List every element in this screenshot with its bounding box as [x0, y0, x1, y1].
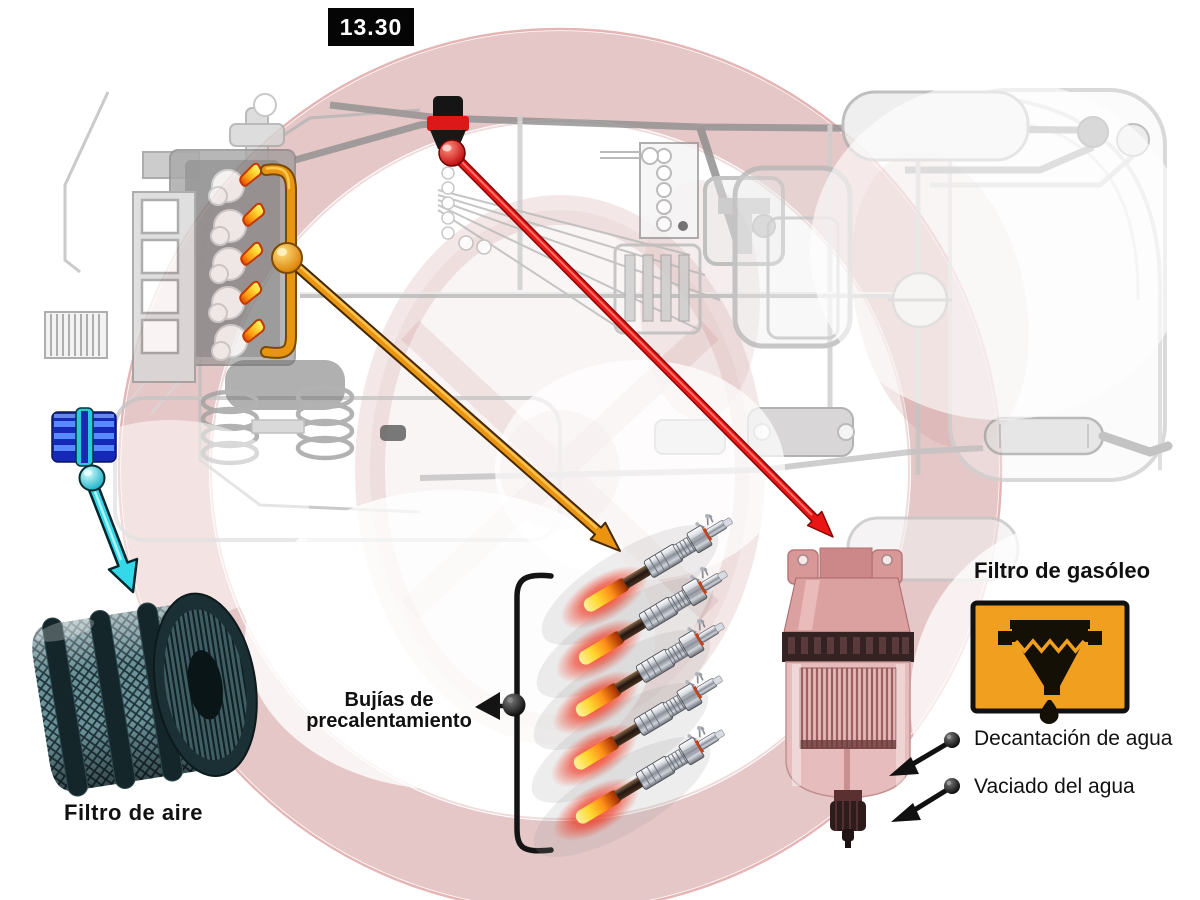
- fuel-filter-label: Filtro de gasóleo: [974, 558, 1151, 583]
- fuel-filter-schematic-icon: [427, 96, 469, 149]
- fuel-filter-arrow-icon: [438, 139, 834, 538]
- air-filter-arrow-icon: [78, 464, 139, 594]
- gearbox: [613, 243, 702, 335]
- figure-number-badge: 13.30: [328, 8, 414, 46]
- water-drain-label: Vaciado del agua: [974, 775, 1135, 798]
- connector-dots: [441, 151, 492, 255]
- glow-plugs-label-line2: precalentamiento: [306, 710, 472, 732]
- figure-number: 13.30: [339, 13, 403, 40]
- glow-plugs-label: Bujías de precalentamiento: [283, 690, 495, 732]
- air-filter-schematic-icon: [51, 407, 117, 467]
- water-decantation-arrow-icon: [889, 732, 960, 776]
- glow-plugs-label-line1: Bujías de: [344, 689, 434, 711]
- air-filter-image: [32, 592, 258, 797]
- glow-plugs-arrow-icon: [271, 242, 621, 552]
- glow-plugs-pointer-icon: [475, 692, 526, 720]
- battery: [600, 142, 699, 239]
- radiator: [44, 311, 108, 359]
- fuel-filter-warning-icon: [970, 600, 1130, 724]
- water-decantation-label: Decantación de agua: [974, 727, 1173, 750]
- air-filter-label: Filtro de aire: [64, 800, 204, 825]
- injectors: [208, 169, 248, 361]
- water-drain-arrow-icon: [891, 778, 960, 822]
- muffler: [983, 416, 1173, 457]
- fuel-filter-image: [782, 547, 914, 848]
